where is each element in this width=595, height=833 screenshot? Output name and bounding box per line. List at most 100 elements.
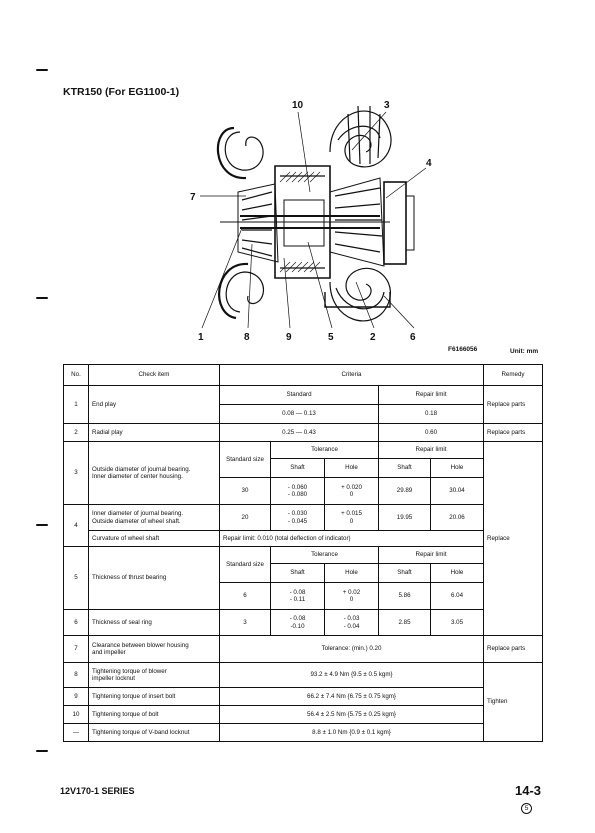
diagram-callout: 9 [286, 332, 292, 343]
tolerance-shaft: - 0.030 - 0.045 [270, 504, 325, 531]
remedy: Replace parts [483, 423, 543, 442]
tolerance-line: 0 [349, 596, 354, 603]
header-check-item: Check item [88, 364, 220, 386]
standard-value: 0.08 — 0.13 [219, 404, 379, 424]
check-item: Radial play [88, 423, 220, 442]
repair-limit-value: 0.18 [378, 404, 484, 424]
inspection-table: No. Check item Criteria Remedy 1 End pla… [63, 364, 543, 742]
tolerance-line: -0.10 [290, 622, 305, 630]
tolerance-hole: + 0.02 0 [324, 582, 379, 610]
repair-limit-value: 0.60 [378, 423, 484, 442]
diagram-callout: 6 [410, 332, 416, 343]
diagram-callout: 5 [328, 332, 334, 343]
check-item-line: Tightening torque of blower [92, 667, 167, 675]
sub-header-hole: Hole [324, 563, 379, 583]
tolerance-shaft: - 0.060 - 0.080 [270, 477, 325, 505]
sub-header-tolerance: Tolerance [270, 546, 379, 564]
diagram-callout: 4 [426, 158, 432, 169]
repair-limit-shaft: 19.95 [378, 504, 431, 531]
tolerance-shaft: - 0.08 -0.10 [270, 609, 325, 636]
sub-header-shaft: Shaft [378, 563, 431, 583]
sub-header-shaft: Shaft [378, 458, 431, 478]
check-item: Tightening torque of bolt [88, 705, 220, 724]
tolerance-line: - 0.11 [289, 596, 306, 603]
tolerance-hole: + 0.015 0 [324, 504, 379, 531]
sub-header-standard: Standard [219, 385, 379, 405]
tolerance-hole: - 0.03 - 0.04 [324, 609, 379, 636]
standard-size-value: 3 [219, 609, 271, 636]
table-row: 0.08 — 0.13 0.18 [64, 404, 543, 424]
tolerance-line: 0 [349, 517, 354, 525]
tolerance-hole: + 0.020 0 [324, 477, 379, 505]
row-number: 9 [63, 687, 89, 706]
diagram-callout: 3 [384, 100, 390, 111]
diagram-callout: 1 [198, 332, 204, 343]
table-row: Shaft Hole Shaft Hole [64, 563, 543, 583]
margin-mark [36, 750, 48, 752]
tolerance-line: + 0.015 [341, 510, 362, 518]
check-item: Curvature of wheel shaft [88, 530, 220, 547]
row-number: 6 [63, 609, 89, 636]
diagram-callout: 8 [244, 332, 250, 343]
row-number: 3 [63, 441, 89, 505]
sub-header-repair-limit: Repair limit [378, 385, 484, 405]
table-row: 9 Tightening torque of insert bolt 66.2 … [63, 687, 543, 706]
tolerance-line: - 0.045 [287, 517, 308, 525]
table-row: 6 Thickness of seal ring 3 - 0.08 -0.10 … [63, 609, 543, 636]
table-row: 7 Clearance between blower housing and i… [63, 635, 543, 663]
diagram-callout: 7 [190, 192, 196, 203]
sub-header-shaft: Shaft [270, 563, 325, 583]
table-header-row: No. Check item Criteria Remedy [63, 364, 543, 386]
margin-mark [36, 297, 48, 299]
sub-header-shaft: Shaft [270, 458, 325, 478]
criteria-value: 56.4 ± 2.5 Nm {5.75 ± 0.25 kgm} [219, 705, 484, 724]
standard-value: 0.25 — 0.43 [219, 423, 379, 442]
page-title: KTR150 (For EG1100-1) [63, 86, 180, 98]
page-number: 14-3 [515, 783, 542, 798]
sub-header-hole: Hole [430, 458, 484, 478]
sub-header-standard-size: Standard size [219, 441, 271, 478]
repair-limit-hole: 30.04 [430, 477, 484, 505]
repair-limit-shaft: 2.85 [378, 609, 431, 636]
check-item-line: impeller locknut [92, 675, 135, 682]
header-criteria: Criteria [219, 364, 484, 386]
check-item-line: Outside diameter of wheel shaft. [92, 517, 181, 525]
row-number: — [63, 723, 89, 742]
check-item: Thickness of thrust bearing [88, 546, 220, 610]
header-no: No. [63, 364, 89, 386]
repair-limit-shaft: 29.89 [378, 477, 431, 505]
check-item: Tightening torque of V-band locknut [88, 723, 220, 742]
sub-header-standard-size: Standard size [219, 546, 271, 583]
table-row: 5 Thickness of thrust bearing Standard s… [63, 546, 543, 610]
tolerance-shaft: - 0.08 - 0.11 [270, 582, 325, 610]
check-item: Clearance between blower housing and imp… [88, 635, 220, 663]
row-number: 1 [63, 385, 89, 424]
sub-header-hole: Hole [324, 458, 379, 478]
row-number: 2 [63, 423, 89, 442]
check-item: Tightening torque of insert bolt [88, 687, 220, 706]
table-row: 2 Radial play 0.25 — 0.43 0.60 Replace p… [63, 423, 543, 442]
tolerance-line: - 0.080 [287, 491, 308, 498]
header-remedy: Remedy [483, 364, 543, 386]
tolerance-line: + 0.020 [341, 483, 362, 491]
sub-header-repair-limit: Repair limit [378, 546, 484, 564]
table-row: 6 - 0.08 - 0.11 + 0.02 0 5.86 6.04 [64, 582, 543, 610]
criteria-value: Repair limit: 0.010 (total deflection of… [219, 530, 484, 547]
remedy: Replace parts [483, 635, 543, 663]
revision-mark: 5 [521, 803, 532, 814]
check-item: Tightening torque of blower impeller loc… [88, 662, 220, 688]
sub-header-tolerance: Tolerance [270, 441, 379, 459]
sub-header-hole: Hole [430, 563, 484, 583]
standard-size-value: 30 [219, 477, 271, 505]
tolerance-line: - 0.08 [289, 615, 306, 623]
table-row: 4 Inner diameter of journal bearing. Out… [63, 504, 543, 547]
turbocharger-diagram: 10 3 4 7 1 8 9 5 2 6 [190, 100, 432, 343]
check-item: Inner diameter of journal bearing. Outsi… [88, 504, 220, 531]
check-item-line: and impeller [92, 649, 126, 656]
unit-label: Unit: mm [510, 348, 539, 355]
table-row: Curvature of wheel shaft Repair limit: 0… [64, 530, 543, 547]
margin-mark [36, 69, 48, 71]
tolerance-line: 0 [349, 491, 354, 498]
repair-limit-shaft: 5.86 [378, 582, 431, 610]
tolerance-line: - 0.04 [343, 622, 360, 630]
